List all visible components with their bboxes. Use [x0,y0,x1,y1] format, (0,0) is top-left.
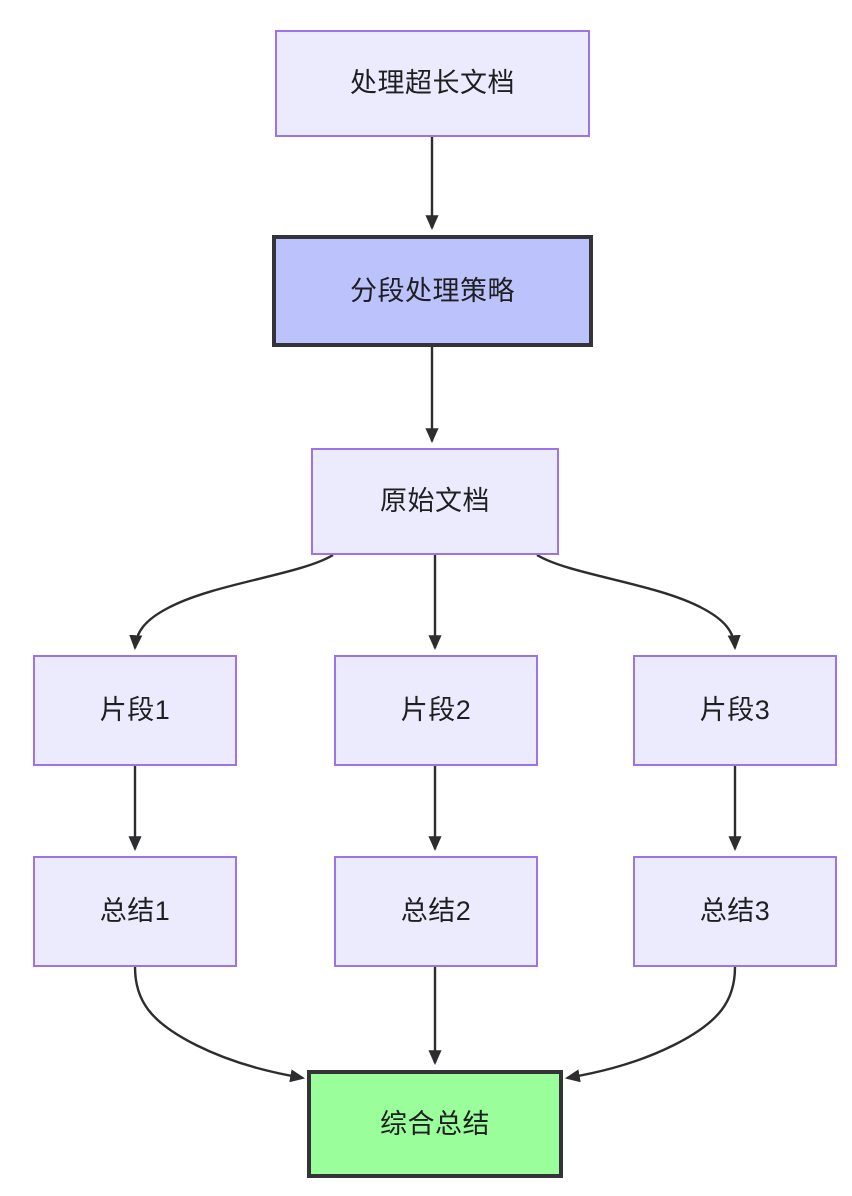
node-label: 片段1 [99,695,171,726]
node-fragment-1[interactable]: 片段1 [33,655,237,766]
node-summary-1[interactable]: 总结1 [33,856,237,967]
node-summary-3[interactable]: 总结3 [633,856,837,967]
node-label: 总结3 [699,896,771,927]
node-summary-2[interactable]: 总结2 [334,856,538,967]
edge-n7-n10 [133,966,306,1083]
node-label: 片段3 [699,695,771,726]
node-label: 处理超长文档 [350,68,515,99]
node-fragment-3[interactable]: 片段3 [633,655,837,766]
node-process-long-document[interactable]: 处理超长文档 [275,30,590,137]
node-label: 综合总结 [380,1108,490,1139]
edge-n3-n6 [536,553,741,651]
edge-n3-n4 [129,553,334,651]
node-label: 原始文档 [380,486,490,517]
node-original-document[interactable]: 原始文档 [311,448,559,555]
edge-n9-n10 [564,966,737,1083]
node-label: 片段2 [400,695,472,726]
node-chunking-strategy[interactable]: 分段处理策略 [272,235,593,347]
node-label: 分段处理策略 [350,275,515,306]
node-final-summary[interactable]: 综合总结 [307,1070,563,1178]
node-fragment-2[interactable]: 片段2 [334,655,538,766]
node-label: 总结2 [400,896,472,927]
node-label: 总结1 [99,896,171,927]
